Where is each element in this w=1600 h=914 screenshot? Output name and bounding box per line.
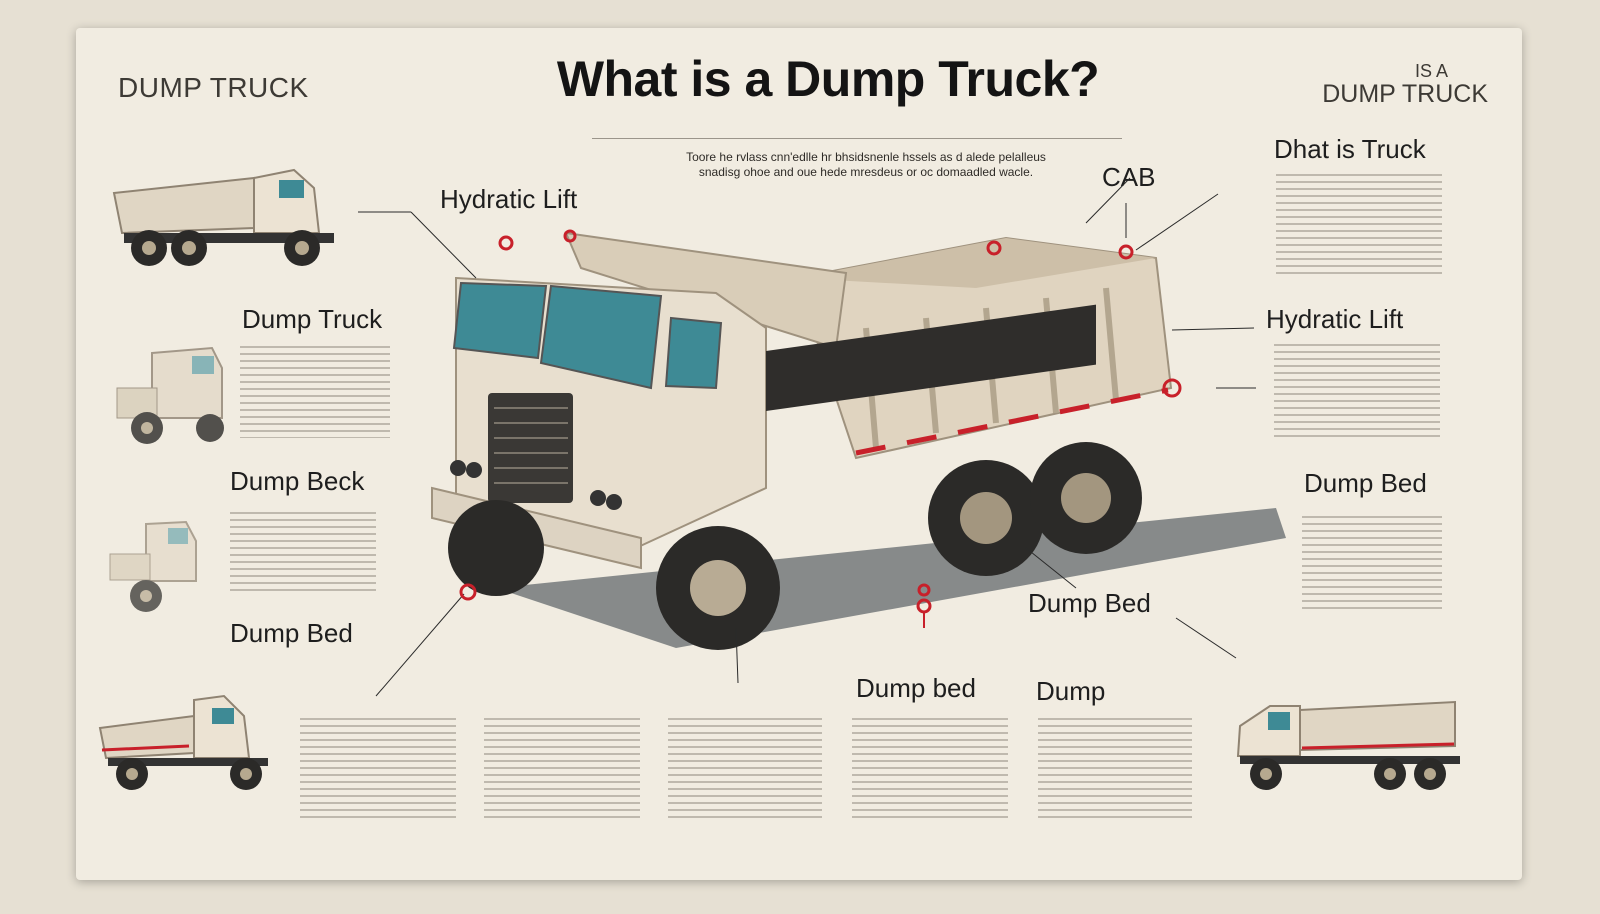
text-block-left-1 <box>240 346 390 438</box>
text-block-bottom-3 <box>668 718 822 822</box>
windshield-right-icon <box>539 284 663 390</box>
corner-title-right-line2: DUMP TRUCK <box>1322 80 1488 108</box>
label-dump-bed-bottom: Dump bed <box>856 673 976 703</box>
mini-truck-bottom-right-icon <box>1236 700 1460 790</box>
windshield-left-icon <box>452 281 548 360</box>
side-window-icon <box>664 316 723 390</box>
wheels <box>448 442 1142 650</box>
mini-truck-left-3-icon <box>109 520 197 612</box>
label-dhat-is-truck: Dhat is Truck <box>1274 134 1426 164</box>
text-block-left-2 <box>230 512 376 594</box>
leader-lines <box>358 177 1256 697</box>
bed-red-trim <box>855 387 1169 456</box>
headlight-right2-icon <box>606 494 622 510</box>
mini-truck-left-2-icon <box>116 346 224 444</box>
text-block-bottom-2 <box>484 718 640 822</box>
label-dump-bed-center: Dump Bed <box>1028 588 1151 618</box>
label-dump-beck: Dump Beck <box>230 466 365 496</box>
corner-title-right: IS A DUMP TRUCK <box>1298 62 1488 107</box>
text-block-bottom-4 <box>852 718 1008 822</box>
headlight-right-icon <box>590 490 606 506</box>
main-title: What is a Dump Truck? <box>556 51 1100 107</box>
subtitle-line-2: snadisg ohoe and oue hede mresdeus or oc… <box>698 165 1034 179</box>
subtitle: Toore he rvlass cnn'edlle hr bhsidsnenle… <box>606 150 1126 180</box>
dump-bed-inner-icon <box>796 238 1156 288</box>
label-cab: CAB <box>1102 162 1156 192</box>
text-block-bottom-5 <box>1038 718 1192 822</box>
label-dump-bed-right: Dump Bed <box>1304 468 1427 498</box>
text-block-right-2 <box>1274 344 1440 440</box>
main-truck-illustration <box>358 177 1286 697</box>
text-block-right-1 <box>1276 174 1442 274</box>
chassis-icon <box>766 304 1096 412</box>
text-block-bottom-1 <box>300 718 456 822</box>
label-dump-truck-left: Dump Truck <box>242 304 383 334</box>
callout-markers <box>459 229 1182 614</box>
text-block-right-3 <box>1302 516 1442 612</box>
corner-title-right-line1: IS A <box>1414 61 1448 81</box>
label-dump-bottom: Dump <box>1036 676 1106 706</box>
corner-title-left: DUMP TRUCK <box>118 72 309 103</box>
grille-bars <box>494 407 568 484</box>
label-dump-bed-left: Dump Bed <box>230 618 353 648</box>
headlight-left2-icon <box>466 462 482 478</box>
label-hydratic-lift-top: Hydratic Lift <box>440 184 578 214</box>
headlight-left-icon <box>450 460 466 476</box>
grille-icon <box>488 393 573 503</box>
mini-truck-bottom-left-icon <box>98 694 268 790</box>
label-hydratic-lift-right: Hydratic Lift <box>1266 304 1404 334</box>
title-divider <box>592 138 1122 139</box>
infographic-poster: DUMP TRUCK IS A DUMP TRUCK What is a Dum… <box>76 28 1522 880</box>
subtitle-line-1: Toore he rvlass cnn'edlle hr bhsidsnenle… <box>686 150 1046 164</box>
mini-truck-top-left-icon <box>112 168 334 266</box>
